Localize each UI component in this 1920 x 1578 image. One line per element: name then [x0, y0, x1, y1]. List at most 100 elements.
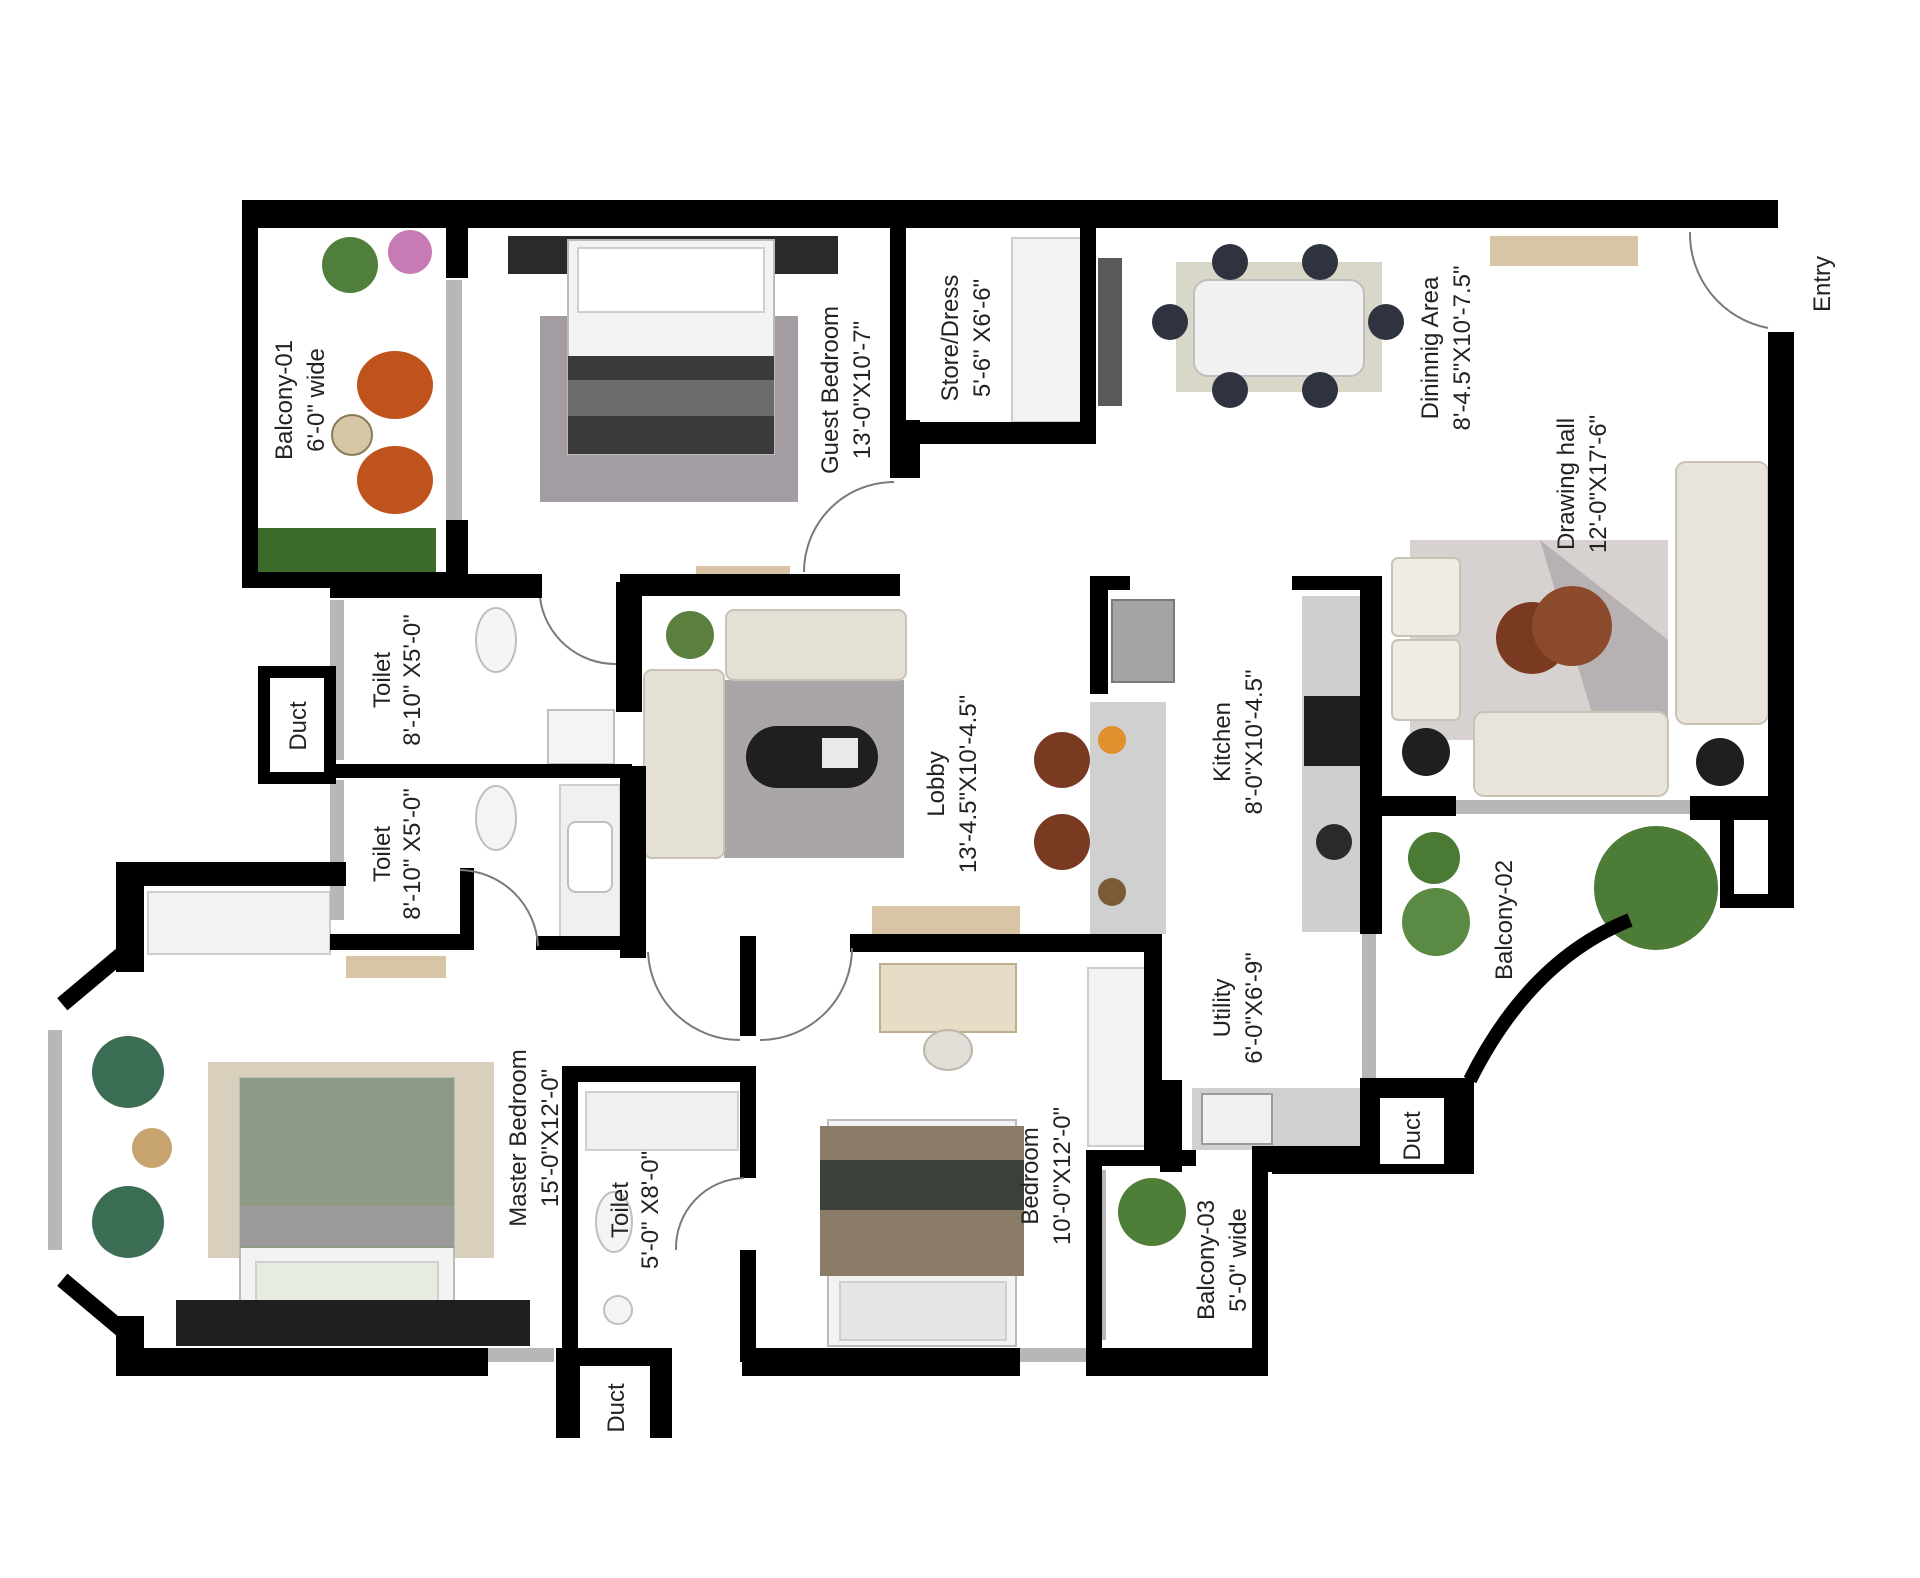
drawing-side-table-2 — [1696, 738, 1744, 786]
window-balcony02-top — [1436, 800, 1692, 814]
wall-master-bottom — [116, 1348, 488, 1376]
master-chair-2 — [92, 1186, 164, 1258]
balcony03-size: 5'-0" wide — [1225, 1208, 1252, 1312]
master-side-table — [132, 1128, 172, 1168]
wall-duct-right-box — [1720, 818, 1734, 906]
master-wardrobe — [147, 891, 331, 955]
wall-toilet2-left-bottom — [460, 868, 474, 950]
utility-size: 6'-0"X6'-9" — [1241, 952, 1268, 1064]
dining-chair-3 — [1212, 372, 1248, 408]
window-balcony01 — [446, 280, 462, 520]
master-chair-1 — [92, 1036, 164, 1108]
toilet1-vanity — [547, 709, 615, 765]
window-bedroom-bottom — [1020, 1348, 1086, 1362]
drawing-hall-name: Drawing hall — [1553, 418, 1580, 550]
door-bedroom — [759, 947, 853, 1041]
flower-pot-balcony01 — [388, 230, 432, 274]
bedroom-desk-chair — [923, 1029, 973, 1071]
toilet2-size: 8'-10" X5'-0" — [399, 788, 426, 920]
balcony02-name: Balcony-02 — [1491, 860, 1518, 980]
wall-balcony01-left — [242, 200, 258, 588]
store-shelving — [1011, 237, 1085, 423]
wall-toilet3-top — [562, 1066, 742, 1082]
utility-sink — [1201, 1093, 1273, 1145]
balcony03-name: Balcony-03 — [1193, 1200, 1220, 1320]
master-bed-throw — [240, 1206, 454, 1246]
door-toilet2 — [459, 869, 539, 947]
wall-master-left-bay-top — [57, 940, 137, 1011]
wall-master-top — [116, 862, 346, 886]
bedroom-size: 10'-0"X12'-0" — [1049, 1107, 1076, 1245]
lobby-coffee-tray — [822, 738, 858, 768]
wall-toilet-right — [616, 582, 642, 712]
toilet1-wc — [475, 607, 517, 673]
dining-chair-5 — [1152, 304, 1188, 340]
master-bedroom-name: Master Bedroom — [505, 1049, 532, 1226]
wall-toilet2-bot-left — [330, 934, 470, 950]
toilet3-name: Toilet — [607, 1182, 634, 1238]
bar-stool-2 — [1034, 814, 1090, 870]
balcony02-plant-1 — [1408, 832, 1460, 884]
wall-drawing-bottom-right — [1690, 796, 1794, 820]
wall-toilet3-left — [562, 1066, 578, 1356]
wall-bedroom-top — [850, 934, 1162, 952]
wall-balcony01-right-top — [446, 226, 468, 278]
wall-lobby-right-pillar — [1090, 576, 1108, 694]
balcony01-name: Balcony-01 — [271, 340, 298, 460]
lounge-chair-2 — [357, 446, 433, 514]
dining-table — [1193, 279, 1365, 377]
wall-kitchen-right — [1360, 580, 1382, 934]
master-headboard — [176, 1300, 530, 1346]
window-balcony02-left — [1362, 930, 1376, 1080]
wall-toilet3-right-top — [740, 1066, 756, 1178]
wall-kitchen-top — [1292, 576, 1382, 590]
toilet3-shower — [585, 1091, 739, 1151]
wall-toilet2-right — [620, 766, 646, 958]
kitchen-size: 8'-0"X10'-4.5" — [1241, 670, 1268, 815]
door-toilet3 — [674, 1177, 745, 1251]
kitchen-fridge — [1111, 599, 1175, 683]
wall-toilet-top — [330, 574, 542, 598]
wall-bedroom-right — [1144, 934, 1162, 1164]
labels-layer: Balcony-01 6'-0" wide Guest Bedroom 13'-… — [271, 256, 1836, 1433]
dining-chair-1 — [1212, 244, 1248, 280]
balcony03-plant — [1118, 1178, 1186, 1246]
guest-bed-pillows — [577, 247, 765, 313]
wall-duct-right-box-2 — [1720, 894, 1794, 908]
window-master-bottom — [488, 1348, 554, 1362]
balcony01-size: 6'-0" wide — [303, 348, 330, 452]
guest-bed-throw — [568, 380, 774, 416]
wall-lobby-right-pillar-top — [1090, 576, 1130, 590]
wall-bedroom-bottom-right — [1086, 1348, 1268, 1376]
door-entry — [1688, 231, 1769, 329]
kitchen-sink — [1316, 824, 1352, 860]
entry-console — [1490, 236, 1638, 266]
wall-toilet2-bottom — [536, 936, 646, 950]
wall-duct2-inner — [1380, 1098, 1444, 1164]
lobby-size: 13'-4.5"X10'-4.5" — [955, 695, 982, 873]
duct2-name: Duct — [1399, 1111, 1426, 1161]
wall-entry-right — [1768, 332, 1794, 908]
drawing-side-table-1 — [1402, 728, 1450, 776]
wall-utility-left — [1160, 1080, 1182, 1172]
dining-size: 8'-4.5"X10'-7.5" — [1449, 266, 1476, 431]
dining-chair-2 — [1302, 244, 1338, 280]
window-toilet2 — [330, 780, 344, 920]
wall-duct3-inner — [580, 1366, 650, 1438]
wall-guest-bottom — [620, 574, 900, 596]
wall-balcony02-drawing — [1360, 796, 1456, 816]
dining-sideboard — [1098, 258, 1122, 406]
guest-bedroom-name: Guest Bedroom — [817, 306, 844, 474]
wall-store-bottom — [904, 422, 1092, 444]
wall-store-right — [1080, 228, 1096, 444]
lobby-coffee-table — [746, 726, 878, 788]
toilet1-name: Toilet — [369, 652, 396, 708]
bedroom-console — [872, 906, 1020, 938]
store-dress-name: Store/Dress — [937, 275, 964, 402]
furniture-layer — [92, 230, 1769, 1347]
drawing-coffee-table-2 — [1532, 586, 1612, 666]
wall-duct1 — [258, 666, 336, 784]
wall-store-left — [890, 228, 906, 426]
door-toilet1 — [539, 597, 617, 666]
